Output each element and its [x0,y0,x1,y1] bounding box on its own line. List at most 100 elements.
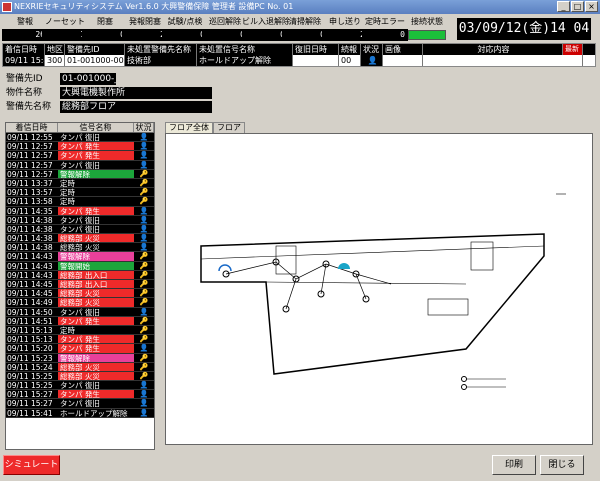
list-item-time: 09/11 13:58 [6,197,58,206]
list-item-time: 09/11 12:57 [6,160,58,169]
floor-plan-view[interactable] [165,133,593,445]
list-item-signal: 警報解除 [58,169,134,178]
key-icon: 🔑 [134,188,154,197]
list-item-signal: 総務部 火災 [58,371,134,381]
list-item-time: 09/11 14:38 [6,224,58,234]
close-window-button[interactable]: × [585,1,598,12]
list-item-time: 09/11 12:57 [6,151,58,160]
minimize-button[interactable]: _ [557,1,570,12]
table-row[interactable]: 09/11 15:41 300 01-001000-0002 技術部 ホールドア… [3,55,595,66]
list-item-time: 09/11 15:24 [6,362,58,371]
key-icon: 🔑 [134,298,154,307]
simulate-button[interactable]: シミュレート [3,455,60,475]
person-icon: 👤 [134,160,154,169]
person-icon: 👤 [134,381,154,390]
tab-floor-overview[interactable]: フロア全体 [165,122,213,133]
key-icon: 🔑 [134,362,154,371]
key-icon: 🔑 [134,353,154,362]
close-button[interactable]: 閉じる [540,455,584,475]
person-icon: 👤 [134,344,154,353]
key-icon: 🔑 [134,316,154,325]
list-item-time: 09/11 15:23 [6,353,58,362]
person-icon: 👤 [134,133,154,142]
list-item-time: 09/11 15:25 [6,381,58,390]
table-header: 着信日時 地区 警備先ID 未処置警備先名称 未処置信号名称 復旧日時 続報 状… [3,44,595,55]
tab-floor[interactable]: フロア [213,122,245,133]
list-item-time: 09/11 13:37 [6,178,58,188]
list-item-time: 09/11 14:38 [6,234,58,243]
list-item-signal: タンパ 発生 [58,335,134,344]
list-item-signal: ホールドアップ解除 [58,408,134,417]
person-icon: 👤 [134,215,154,224]
key-icon: 🔑 [134,169,154,178]
person-icon: 👤 [134,234,154,243]
key-icon: 🔑 [134,252,154,261]
property-name-row: 物件名称大興電機製作所 [6,87,212,99]
list-item-time: 09/11 15:41 [6,408,58,417]
key-icon: 🔑 [134,280,154,289]
maximize-button[interactable]: □ [571,1,584,12]
list-item-time: 09/11 15:27 [6,399,58,408]
list-item-signal: 定時 [58,188,134,197]
list-item-signal: タンパ 復旧 [58,160,134,169]
list-item-signal: タンパ 発生 [58,390,134,399]
key-icon: 🔑 [134,270,154,279]
list-item-time: 09/11 15:13 [6,325,58,335]
list-item-time: 09/11 14:49 [6,298,58,307]
list-item-time: 09/11 14:45 [6,289,58,298]
property-name-value: 大興電機製作所 [60,87,212,99]
list-item-signal: タンパ 復旧 [58,224,134,234]
list-item-signal: タンパ 発生 [58,206,134,215]
list-item-signal: 総務部 出入口 [58,270,134,279]
connection-status: 接続状態 [404,16,450,42]
floor-plan-drawing [170,138,590,442]
list-item-time: 09/11 14:43 [6,261,58,270]
person-icon: 👤 [134,142,154,151]
floor-tabs: フロア全体 フロア [165,122,245,133]
key-icon: 🔑 [134,178,154,188]
list-item-time: 09/11 15:27 [6,390,58,399]
key-icon: 🔑 [134,371,154,381]
print-button[interactable]: 印刷 [492,455,536,475]
person-icon: 👤 [134,243,154,252]
app-icon [2,2,12,12]
key-icon: 🔑 [134,197,154,206]
